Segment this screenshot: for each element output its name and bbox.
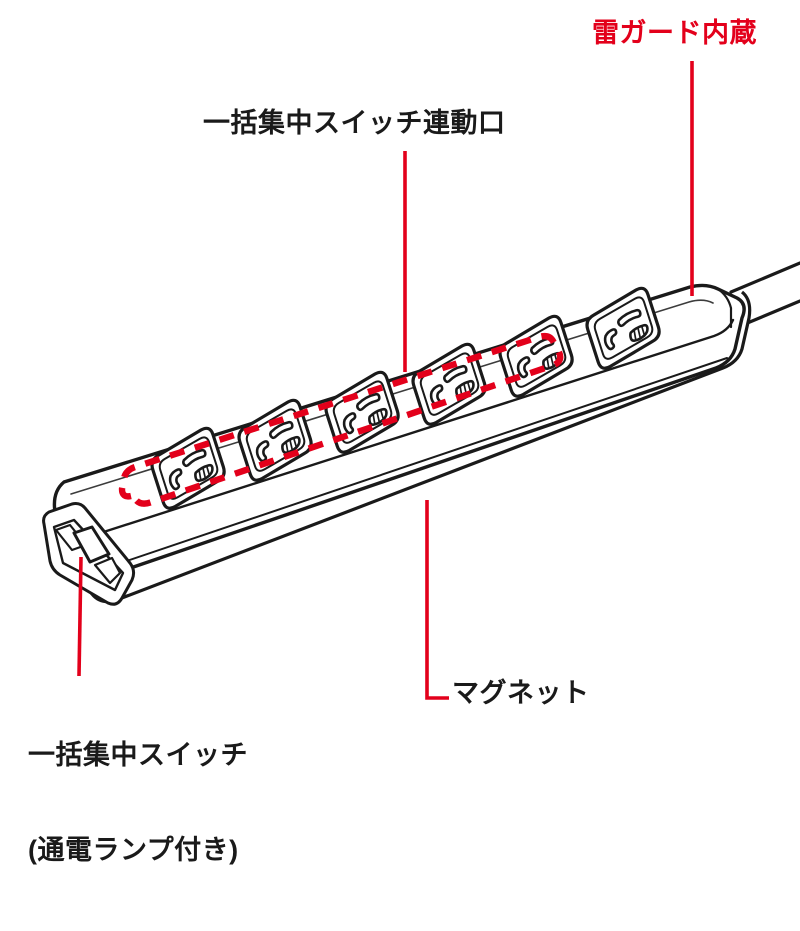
- callout-master-switch-line2: (通電ランプ付き): [28, 835, 239, 866]
- leader-lines: [77, 61, 694, 700]
- power-strip-illustration: [42, 61, 800, 700]
- callout-master-switch: 一括集中スイッチ (通電ランプ付き): [28, 676, 248, 931]
- linked-outlet-group-highlight: [118, 332, 564, 507]
- power-cord: [729, 261, 800, 326]
- callout-master-switch-line1: 一括集中スイッチ: [28, 739, 248, 770]
- callout-magnet: マグネット: [452, 678, 590, 708]
- master-switch-assembly[interactable]: [42, 502, 136, 606]
- callout-surge-protection: 雷ガード内蔵: [592, 18, 757, 48]
- callout-linked-outlets: 一括集中スイッチ連動口: [203, 108, 506, 138]
- illustration-stage: 雷ガード内蔵 一括集中スイッチ連動口 マグネット 一括集中スイッチ (通電ランプ…: [28, 18, 800, 866]
- leader-mainswitch: [77, 556, 83, 677]
- rocker-switch-key[interactable]: [72, 525, 111, 564]
- leader-magnet: [425, 500, 449, 700]
